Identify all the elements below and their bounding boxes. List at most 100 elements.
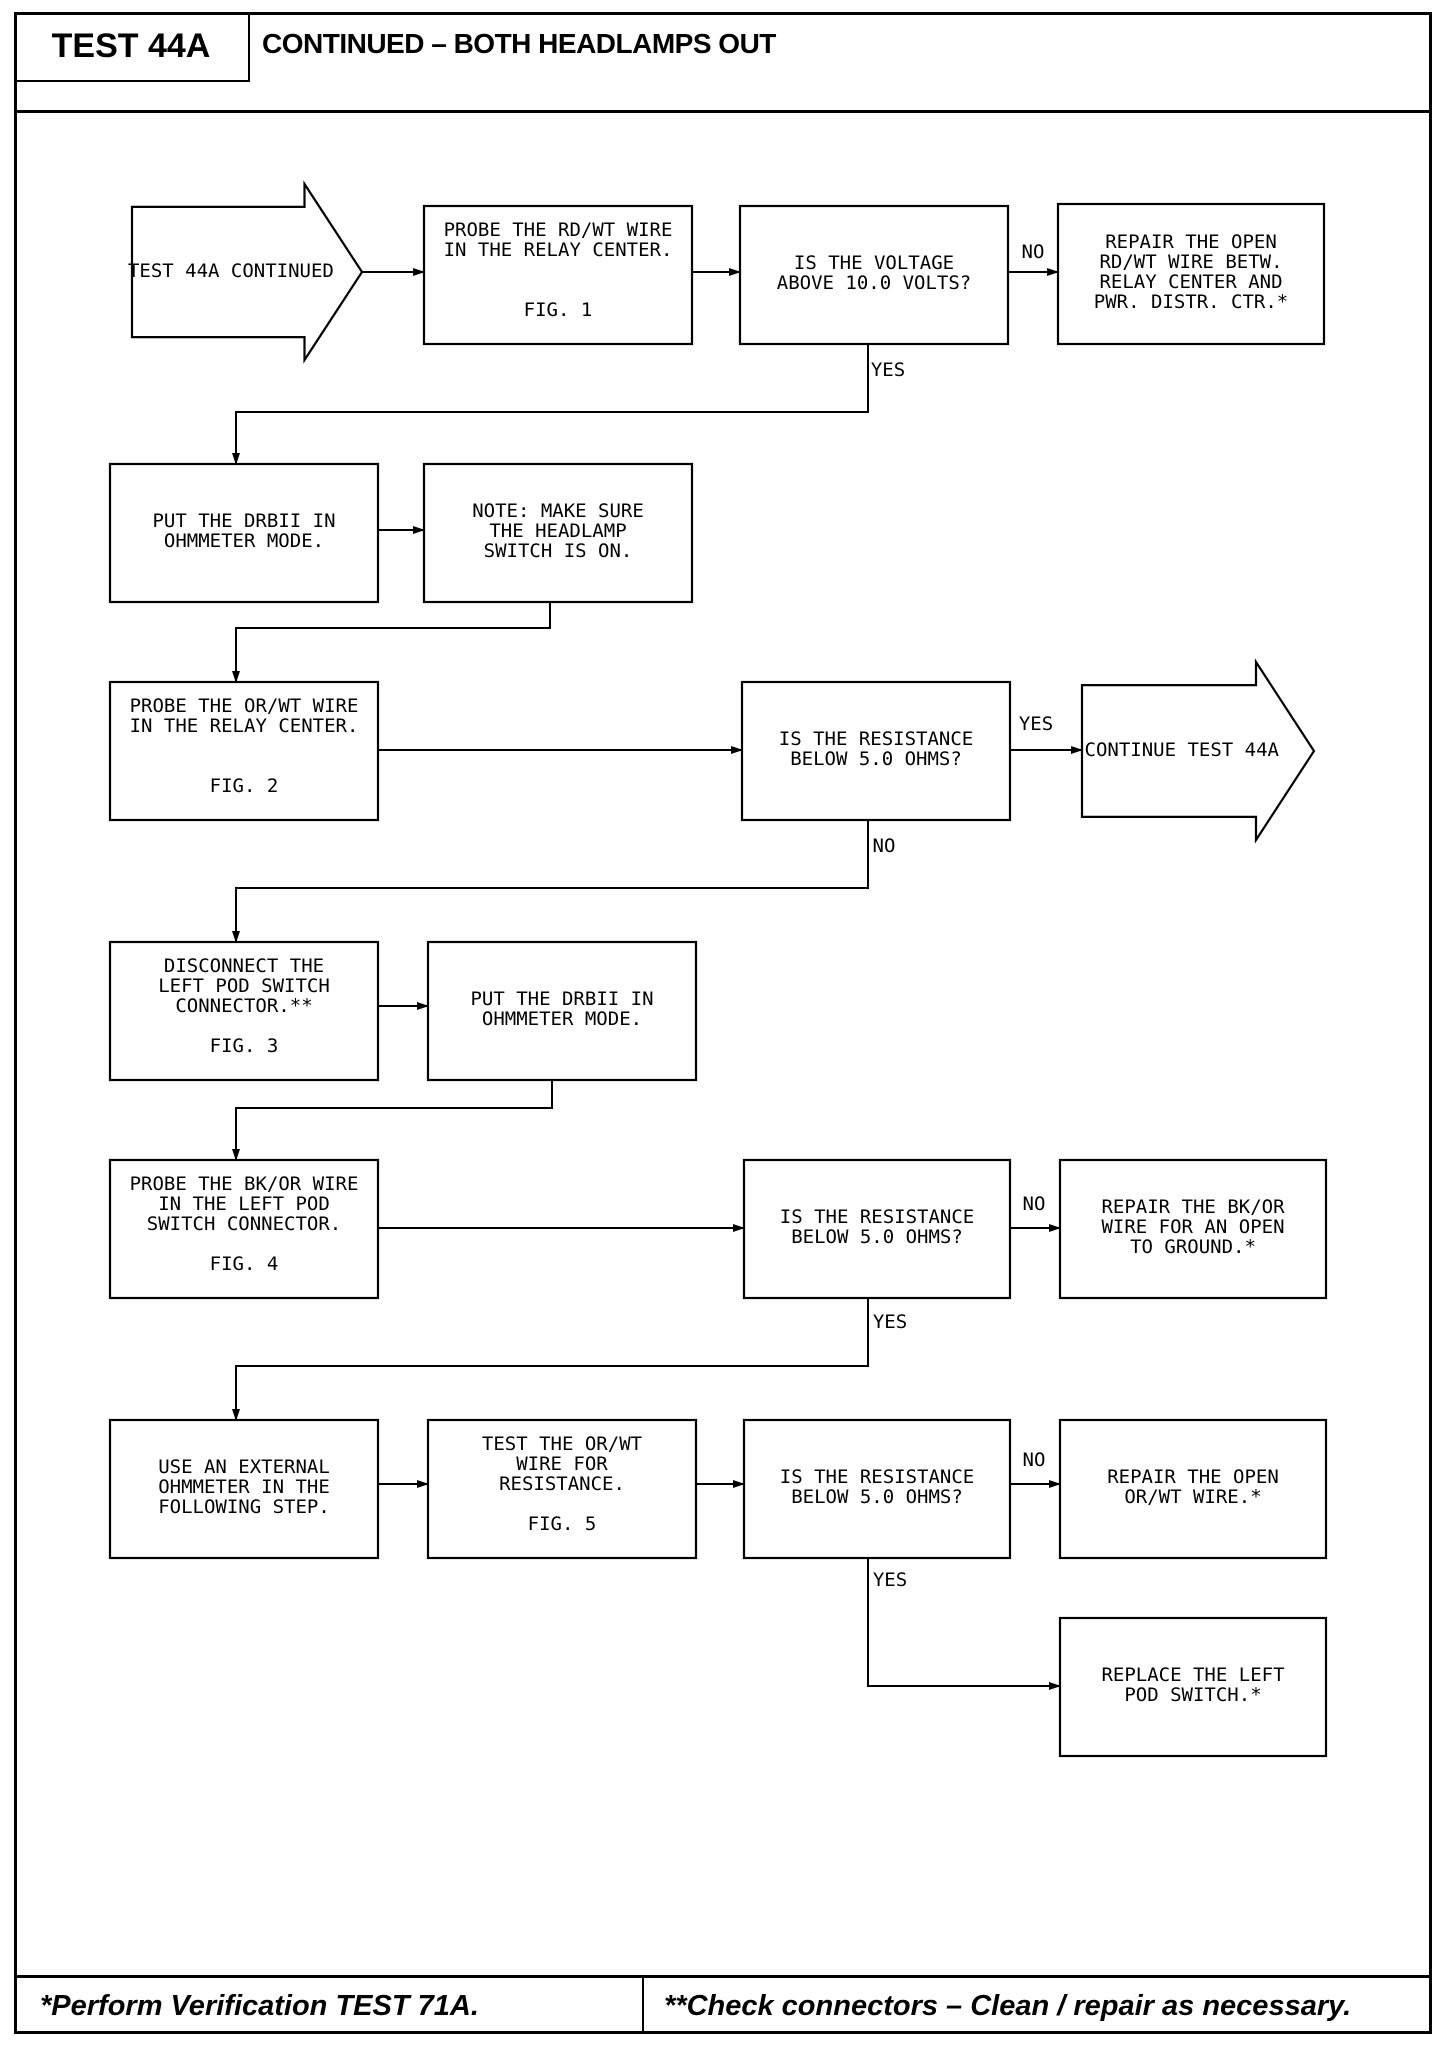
node-text-line: IS THE VOLTAGE xyxy=(794,252,954,274)
edge-line xyxy=(232,820,869,943)
node-text-line: SWITCH IS ON. xyxy=(484,540,633,562)
node-text-line: WIRE FOR xyxy=(516,1453,608,1475)
box-repair-rdwt xyxy=(1056,202,1326,346)
node-text-line: OHMMETER IN THE xyxy=(158,1476,330,1498)
node-text-line: REPAIR THE BK/OR xyxy=(1101,1196,1285,1218)
box-probe-orwt xyxy=(108,680,380,822)
box-test-orwt xyxy=(426,1418,698,1560)
fig-label: FIG. 5 xyxy=(528,1513,597,1535)
node-text-line: WIRE FOR AN OPEN xyxy=(1101,1216,1284,1238)
node-text-line: TO GROUND.* xyxy=(1130,1236,1256,1258)
edge-q-resist-3-to-replace-pod: YES xyxy=(867,1558,1061,1690)
fig-label: FIG. 4 xyxy=(210,1253,279,1275)
edge-q-voltage-to-repair-rdwt: NO xyxy=(1008,241,1059,276)
edge-line xyxy=(232,344,869,465)
node-text-line: OHMMETER MODE. xyxy=(164,530,324,552)
box-drbii-mode-1 xyxy=(108,462,380,604)
box-repair-orwt xyxy=(1058,1418,1328,1560)
edge-q-resist-1-to-continue-44a: YES xyxy=(1010,713,1083,754)
node-text-line: BELOW 5.0 OHMS? xyxy=(790,748,962,770)
test-id-label: TEST 44A xyxy=(51,26,211,65)
edge-label: NO xyxy=(1022,241,1045,263)
box-probe-bkor xyxy=(108,1158,380,1300)
edge-q-resist-3-to-repair-orwt: NO xyxy=(1010,1449,1061,1488)
page-title: CONTINUED – BOTH HEADLAMPS OUT xyxy=(262,28,776,59)
node-text-line: POD SWITCH.* xyxy=(1124,1684,1261,1706)
edge-label: YES xyxy=(871,359,905,381)
node-text-line: IS THE RESISTANCE xyxy=(780,1466,974,1488)
edges-layer: NO YES YES NO NO YES NO YES xyxy=(232,241,1083,1690)
box-note-switch xyxy=(422,462,694,604)
fig-label: FIG. 2 xyxy=(210,775,279,797)
footer-rule xyxy=(14,1975,1432,1978)
box-q-voltage xyxy=(738,204,1010,346)
node-text-line: IN THE RELAY CENTER. xyxy=(130,715,359,737)
header-test-underline xyxy=(14,80,248,82)
edge-q-resist-1-to-disconnect: NO xyxy=(232,820,896,943)
node-text-line: IS THE RESISTANCE xyxy=(780,1206,974,1228)
node-text-line: REPLACE THE LEFT xyxy=(1101,1664,1284,1686)
node-text-line: PUT THE DRBII IN xyxy=(152,510,335,532)
node-text-line: RELAY CENTER AND xyxy=(1099,271,1282,293)
arrow-shape-continue-44a xyxy=(1080,658,1316,844)
node-text-line: REPAIR THE OPEN xyxy=(1105,231,1277,253)
box-probe-rdwt xyxy=(422,204,694,346)
edge-q-resist-2-to-repair-bkor: NO xyxy=(1010,1193,1061,1232)
header-bottom-rule xyxy=(14,110,1432,113)
edge-label: NO xyxy=(873,835,896,857)
box-replace-pod xyxy=(1058,1616,1328,1758)
edge-label: YES xyxy=(873,1311,907,1333)
node-text-line: PUT THE DRBII IN xyxy=(470,988,653,1010)
box-q-resist-3 xyxy=(742,1418,1012,1560)
box-external-ohm xyxy=(108,1418,380,1560)
edge-q-voltage-to-drbii-mode-1: YES xyxy=(232,344,905,465)
node-text-line: SWITCH CONNECTOR. xyxy=(147,1213,341,1235)
footer-note-verification: *Perform Verification TEST 71A. xyxy=(40,1990,479,2022)
node-text-line: TEST 44A CONTINUED xyxy=(128,260,334,282)
node-text-line: OR/WT WIRE.* xyxy=(1124,1486,1261,1508)
node-text-line: PROBE THE RD/WT WIRE xyxy=(444,219,673,241)
node-start: TEST 44A CONTINUED xyxy=(128,180,364,364)
edge-label: NO xyxy=(1023,1449,1046,1471)
edge-q-resist-2-to-external-ohm: YES xyxy=(232,1298,907,1421)
node-text-line: OHMMETER MODE. xyxy=(482,1008,642,1030)
node-text-line: BELOW 5.0 OHMS? xyxy=(791,1486,963,1508)
edge-line xyxy=(232,1080,553,1161)
footer-note-connectors: **Check connectors – Clean / repair as n… xyxy=(664,1990,1352,2022)
node-text-line: ABOVE 10.0 VOLTS? xyxy=(777,272,971,294)
box-q-resist-1 xyxy=(740,680,1012,822)
node-text-line: PROBE THE OR/WT WIRE xyxy=(130,695,359,717)
node-text-line: BELOW 5.0 OHMS? xyxy=(791,1226,963,1248)
edge-line xyxy=(232,1298,869,1421)
node-text-line: DISCONNECT THE xyxy=(164,955,324,977)
fig-label: FIG. 3 xyxy=(210,1035,279,1057)
edge-label: YES xyxy=(1019,713,1053,735)
node-text-line: CONTINUE TEST 44A xyxy=(1085,739,1280,761)
node-continue-44a: CONTINUE TEST 44A xyxy=(1080,658,1316,844)
box-drbii-mode-2 xyxy=(426,940,698,1082)
edge-line xyxy=(867,1558,1061,1690)
footer-divider xyxy=(642,1975,644,2034)
node-text-line: THE HEADLAMP xyxy=(489,520,626,542)
node-text-line: TEST THE OR/WT xyxy=(482,1433,642,1455)
node-text-line: IS THE RESISTANCE xyxy=(779,728,973,750)
node-text-line: PWR. DISTR. CTR.* xyxy=(1094,291,1288,313)
edge-drbii-mode-2-to-probe-bkor xyxy=(232,1080,553,1161)
node-text-line: REPAIR THE OPEN xyxy=(1107,1466,1279,1488)
